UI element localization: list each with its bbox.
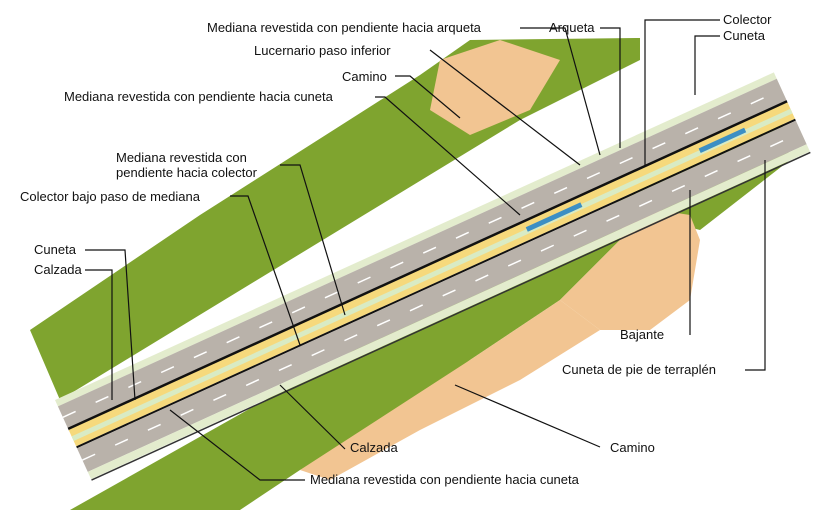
label-cuneta-left: Cuneta	[34, 242, 76, 257]
label-calzada-bottom: Calzada	[350, 440, 398, 455]
label-mediana-colector-1: Mediana revestida con	[116, 150, 247, 165]
label-mediana-colector-2: pendiente hacia colector	[116, 165, 257, 180]
upper-camino	[430, 40, 560, 135]
right-camino	[560, 205, 700, 330]
label-colector-bajo: Colector bajo paso de mediana	[20, 189, 200, 204]
label-cuneta-pie: Cuneta de pie de terraplén	[562, 362, 716, 377]
highway	[55, 72, 811, 481]
label-mediana-arqueta: Mediana revestida con pendiente hacia ar…	[207, 20, 481, 35]
label-mediana-cuneta-bottom: Mediana revestida con pendiente hacia cu…	[310, 472, 579, 487]
label-cuneta-top: Cuneta	[723, 28, 765, 43]
leader-lines	[85, 19, 766, 481]
upper-embankment	[30, 38, 640, 400]
label-calzada-left: Calzada	[34, 262, 82, 277]
lower-camino	[300, 300, 600, 480]
label-colector: Colector	[723, 12, 772, 27]
label-mediana-cuneta-top: Mediana revestida con pendiente hacia cu…	[64, 89, 333, 104]
label-camino-bottom: Camino	[610, 440, 655, 455]
label-arqueta: Arqueta	[549, 20, 595, 35]
label-bajante: Bajante	[620, 327, 665, 342]
label-camino-top: Camino	[342, 69, 387, 84]
label-lucernario: Lucernario paso inferior	[254, 43, 391, 58]
